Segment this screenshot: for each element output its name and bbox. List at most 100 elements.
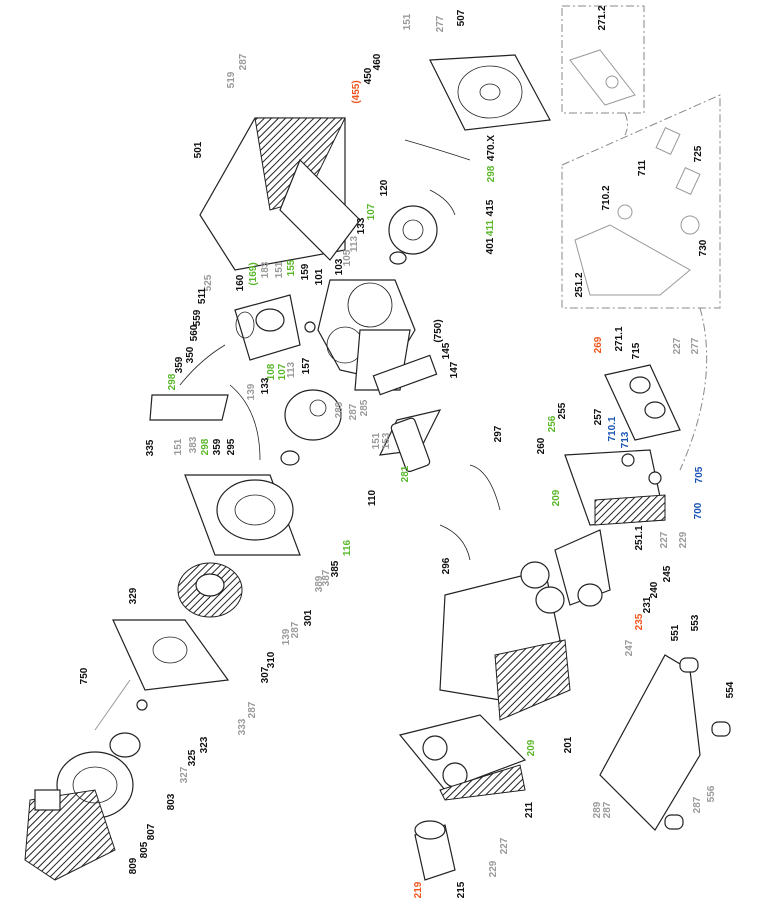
part-label: 271.2 — [597, 5, 608, 31]
part-label: 229 — [678, 531, 689, 549]
part-label: 255 — [557, 402, 568, 420]
part-label: 401 — [485, 237, 496, 255]
part-label: 289 — [334, 401, 345, 419]
part-label: 511 — [197, 287, 208, 305]
bracket-335 — [149, 344, 261, 461]
impeller-310 — [177, 562, 243, 618]
part-label: 383 — [188, 436, 199, 454]
part-label: 160 — [235, 274, 246, 292]
part-label: 159 — [300, 263, 311, 281]
part-label: 287 — [602, 801, 613, 819]
part-label: 201 — [563, 736, 574, 754]
part-label: 470.X — [486, 134, 497, 162]
part-label: 133 — [260, 377, 271, 395]
part-label: 725 — [693, 145, 704, 163]
part-label: 807 — [146, 823, 157, 841]
inset-parts — [569, 49, 701, 296]
part-label: 350 — [185, 346, 196, 364]
part-label: 460 — [372, 53, 383, 71]
part-label: 257 — [593, 408, 604, 426]
motor-809 — [24, 751, 134, 881]
part-label: 103 — [334, 258, 345, 276]
fan-cover-507 — [429, 54, 551, 131]
part-label: 805 — [139, 841, 150, 859]
part-label: 507 — [456, 9, 467, 27]
part-label: 711 — [637, 159, 648, 177]
blower-housing-301 — [184, 474, 301, 556]
part-label: 251.1 — [634, 525, 645, 551]
part-label: 295 — [226, 438, 237, 456]
part-label: 713 — [620, 431, 631, 449]
part-label: 296 — [441, 557, 452, 575]
part-label: 113 — [286, 361, 297, 379]
part-label: 359 — [174, 356, 185, 374]
part-label: 155 — [286, 259, 297, 277]
part-label: 153 — [381, 432, 392, 450]
part-label: (455) — [351, 80, 362, 104]
part-label: 501 — [193, 141, 204, 159]
part-label: 307 — [260, 666, 271, 684]
part-label: 556 — [706, 785, 717, 803]
part-label: 301 — [303, 609, 314, 627]
part-label: 803 — [166, 793, 177, 811]
part-label: 116 — [342, 539, 353, 557]
part-label: 219 — [413, 881, 424, 899]
part-label: 553 — [690, 614, 701, 632]
part-label: 700 — [693, 502, 704, 520]
gasket-281 — [390, 417, 431, 473]
filter-219 — [414, 820, 456, 881]
part-label: 554 — [725, 681, 736, 699]
part-label: 359 — [212, 438, 223, 456]
part-label: 281 — [400, 465, 411, 483]
part-label: 183 — [260, 261, 271, 279]
part-label: 415 — [485, 199, 496, 217]
part-label: 389 — [314, 575, 325, 593]
part-label: 298 — [167, 373, 178, 391]
inset-boxes — [561, 5, 721, 471]
part-label: 285 — [359, 399, 370, 417]
plate-329 — [112, 619, 230, 691]
part-label: 298 — [200, 438, 211, 456]
part-label: (169) — [248, 262, 259, 286]
part-label: 297 — [493, 425, 504, 443]
part-label: 710.2 — [601, 185, 612, 211]
part-label: 335 — [145, 439, 156, 457]
part-label: 151 — [402, 13, 413, 31]
part-label: 151 — [173, 438, 184, 456]
fan-120 — [388, 205, 438, 265]
part-label: 227 — [659, 531, 670, 549]
part-label: 277 — [435, 15, 446, 33]
part-label: 750 — [79, 667, 90, 685]
part-label: 298 — [486, 165, 497, 183]
part-label: 209 — [551, 489, 562, 507]
inset-box-271-2 — [561, 5, 645, 114]
part-label: 809 — [128, 857, 139, 875]
part-label: 277 — [690, 337, 701, 355]
part-label: 229 — [488, 860, 499, 878]
part-label: 227 — [672, 337, 683, 355]
inset-connector — [624, 112, 628, 136]
part-label: 287 — [290, 621, 301, 639]
coupling-803 — [94, 679, 148, 758]
part-label: 151 — [274, 261, 285, 279]
part-label: 235 — [634, 613, 645, 631]
base-plate-551 — [599, 654, 731, 831]
hoses — [404, 139, 501, 561]
part-label: 269 — [593, 336, 604, 354]
part-label: 209 — [526, 739, 537, 757]
part-label: 101 — [314, 268, 325, 286]
part-label: 145 — [441, 342, 452, 360]
part-label: 139 — [246, 383, 257, 401]
part-label: 287 — [348, 403, 359, 421]
part-label: 110 — [367, 489, 378, 507]
part-label: 329 — [128, 587, 139, 605]
part-label: 710.1 — [607, 416, 618, 442]
part-label: 333 — [237, 718, 248, 736]
part-label: 450 — [363, 67, 374, 85]
part-label: 157 — [301, 357, 312, 375]
part-label: 385 — [330, 560, 341, 578]
inset-connector — [679, 307, 708, 471]
part-label: 411 — [485, 219, 496, 237]
